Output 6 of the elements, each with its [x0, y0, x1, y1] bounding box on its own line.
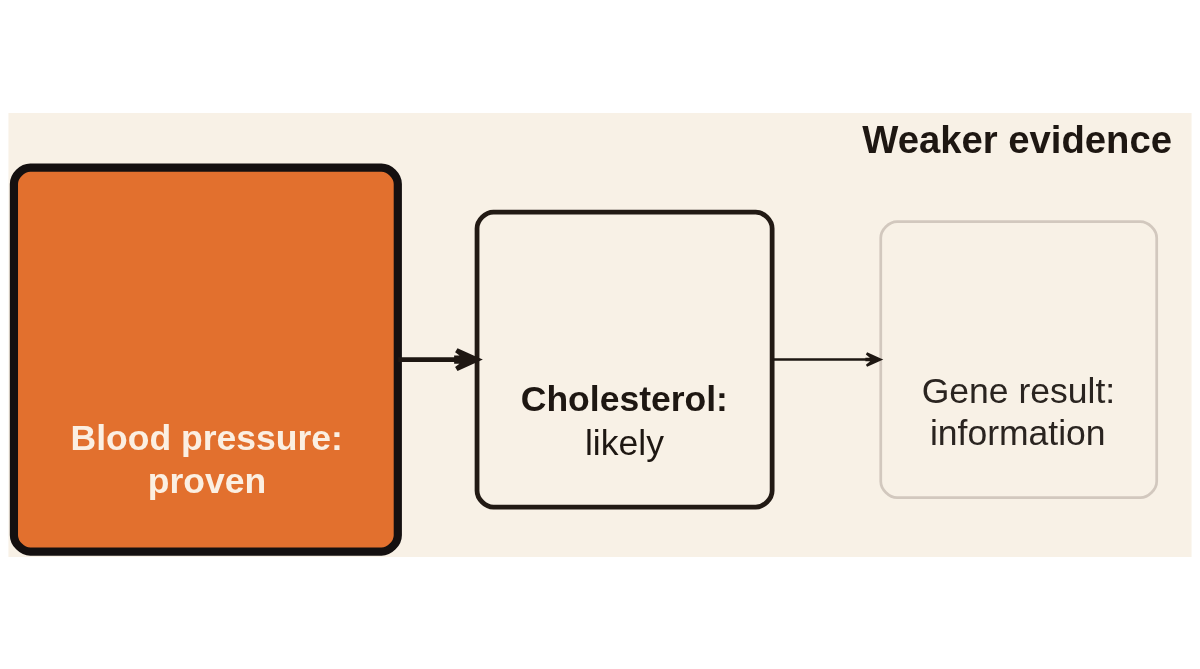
node-box: Blood pressure: proven [9, 163, 402, 556]
node-box: Gene result: information [879, 219, 1159, 499]
node-box: Cholesterol: likely [474, 209, 775, 510]
arrow [398, 347, 480, 371]
arrow [772, 351, 882, 367]
label: Weaker evidence [862, 117, 1173, 161]
